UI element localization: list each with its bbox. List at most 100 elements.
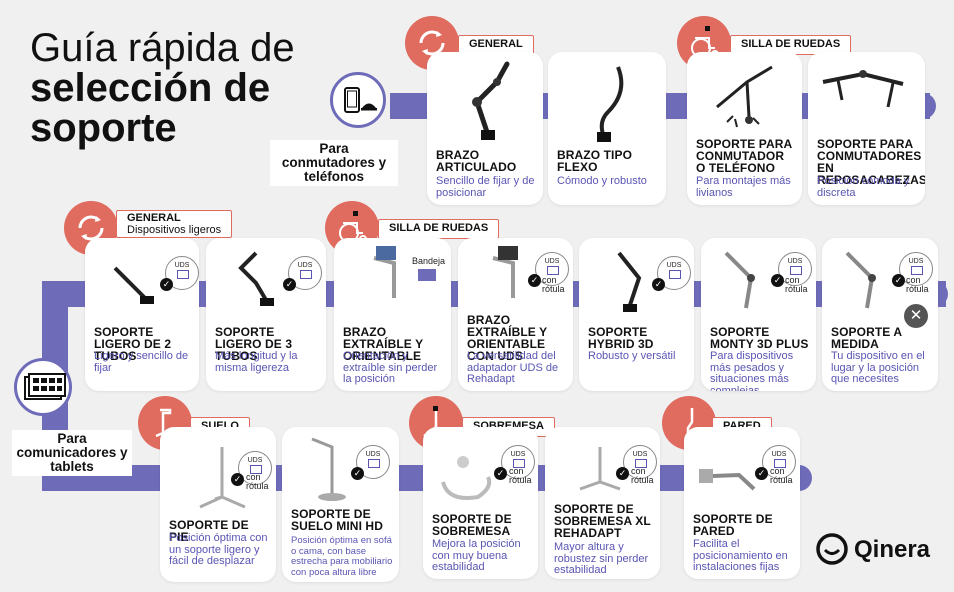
product-description: Sencillo de fijar y de posicionar — [436, 175, 535, 199]
check-icon: ✓ — [528, 274, 541, 287]
product-name: BRAZO EXTRAÍBLE Y ORIENTABLE CON UDS — [467, 313, 548, 363]
title-line-3: soporte — [30, 106, 177, 150]
product-card[interactable]: UDS ✓ SOPORTE HYBRID 3D Robusto y versát… — [579, 238, 694, 391]
uds-label: UDS — [771, 451, 787, 458]
badge-wheelchair: SILLA DE RUEDAS — [730, 35, 852, 55]
badge-general-light: GENERAL Dispositivos ligeros — [116, 210, 233, 238]
phones-group-label: Para conmutadores y teléfonos — [270, 140, 398, 186]
title-line-2: selección de — [30, 66, 271, 110]
check-icon: ✓ — [892, 274, 905, 287]
product-card[interactable]: UDS ✓ con rótula SOPORTE DE PIE Posición… — [160, 427, 276, 582]
tray-icon — [418, 269, 436, 281]
floor-stand-image — [160, 427, 276, 522]
light-2-tube-image — [85, 238, 199, 333]
product-name: SOPORTE PARA CONMUTADORES EN REPOSACABEZ… — [817, 137, 925, 187]
wall-mount-image — [684, 427, 800, 522]
with-joint-label: con rótula — [770, 466, 793, 485]
product-card[interactable]: UDS ✓ SOPORTE LIGERO DE 3 TUBOS Más long… — [206, 238, 326, 391]
badge-wheelchair: SILLA DE RUEDAS — [378, 219, 500, 239]
with-joint-label: con rótula — [631, 466, 654, 485]
badge-general: GENERAL — [458, 35, 534, 55]
product-card[interactable]: UDS ✓ con rótula SOPORTE MONTY 3D PLUS P… — [701, 238, 816, 391]
uds-label: UDS — [666, 262, 682, 269]
product-description: Posición óptima en sofá o cama, con base… — [291, 535, 393, 578]
product-name: SOPORTE LIGERO DE 2 TUBOS — [94, 325, 172, 363]
product-description: Más longitud y la misma ligereza — [215, 350, 298, 374]
product-description: Posición óptima con un soporte ligero y … — [169, 532, 268, 567]
product-card[interactable]: Bandeja BRAZO EXTRAÍBLE Y ORIENTABLE Ori… — [334, 238, 451, 391]
product-description: Ligero y sencillo de fijar — [94, 350, 189, 374]
product-card[interactable]: BRAZO ARTICULADO Sencillo de fijar y de … — [427, 52, 543, 205]
product-description: Para montajes más livianos — [696, 175, 791, 199]
product-name: SOPORTE DE SOBREMESA XL REHADAPT — [554, 502, 651, 540]
title-line-1: Guía rápida de — [30, 26, 295, 70]
badge-general-title: GENERAL — [127, 212, 181, 224]
uds-label: UDS — [247, 457, 263, 464]
phone-switch-group-icon — [330, 72, 386, 128]
articulated-arm-image — [427, 52, 543, 147]
product-card[interactable]: UDS ✓ SOPORTE LIGERO DE 2 TUBOS Ligero y… — [85, 238, 199, 391]
product-card[interactable]: UDS ✓ con rótula BRAZO EXTRAÍBLE Y ORIEN… — [458, 238, 573, 391]
product-description: Mayor altura y robustez sin perder estab… — [554, 541, 649, 576]
check-icon: ✓ — [494, 467, 507, 480]
product-card[interactable]: UDS ✓ con rótula SOPORTE DE SOBREMESA XL… — [545, 427, 660, 579]
page-title: Guía rápida de selección de soporte — [30, 28, 295, 148]
check-icon: ✓ — [755, 467, 768, 480]
tray-label: Bandeja — [412, 256, 446, 266]
switch-holder-image — [687, 52, 802, 147]
desktop-xl-stand-image — [545, 427, 660, 522]
product-description: Robusto y versátil — [588, 350, 676, 362]
uds-label: UDS — [544, 258, 560, 265]
tablet-group-icon — [14, 358, 72, 416]
product-name: SOPORTE HYBRID 3D — [588, 325, 654, 351]
product-description: Facilita el posicionamiento en instalaci… — [693, 538, 788, 573]
with-joint-label: con rótula — [509, 466, 532, 485]
product-card[interactable]: SOPORTE PARA CONMUTADORES EN REPOSACABEZ… — [808, 52, 925, 205]
tools-icon: ✕ — [904, 304, 928, 328]
product-name: SOPORTE DE PARED — [693, 512, 773, 538]
product-card[interactable]: SOPORTE PARA CONMUTADOR O TELÉFONO Para … — [687, 52, 802, 205]
product-card[interactable]: UDS ✓ con rótula ✕ SOPORTE A MEDIDA Tu d… — [822, 238, 938, 391]
product-name: BRAZO TIPO FLEXO — [557, 148, 632, 174]
flex-arm-image — [548, 52, 666, 147]
uds-adapter-icon: UDS — [778, 252, 812, 286]
product-description: Cómodo y robusto — [557, 175, 647, 187]
product-card[interactable]: UDS ✓ con rótula SOPORTE DE SOBREMESA Me… — [423, 427, 538, 579]
removable-arm-uds-image — [458, 238, 573, 333]
product-name: SOPORTE DE PIE — [169, 518, 249, 544]
check-icon: ✓ — [616, 467, 629, 480]
product-description: La versatilidad del adaptador UDS de Reh… — [467, 350, 559, 385]
product-name: SOPORTE DE SUELO MINI HD — [291, 507, 383, 533]
uds-label: UDS — [908, 258, 924, 265]
product-description: Posición cómoda y discreta — [817, 175, 910, 199]
product-card[interactable]: UDS ✓ SOPORTE DE SUELO MINI HD Posición … — [282, 427, 399, 582]
product-name: SOPORTE LIGERO DE 3 TUBOS — [215, 325, 293, 363]
with-joint-label: con rótula — [542, 275, 565, 294]
check-icon: ✓ — [652, 278, 665, 291]
check-icon: ✓ — [231, 473, 244, 486]
product-card[interactable]: BRAZO TIPO FLEXO Cómodo y robusto — [548, 52, 666, 205]
uds-label: UDS — [174, 262, 190, 269]
tablets-group-label: Para comunicadores y tablets — [12, 430, 132, 476]
removable-arm-image — [334, 238, 451, 333]
check-icon: ✓ — [160, 278, 173, 291]
product-card[interactable]: UDS ✓ con rótula SOPORTE DE PARED Facili… — [684, 427, 800, 579]
mini-hd-floor-stand-image — [282, 427, 399, 522]
check-icon: ✓ — [351, 467, 364, 480]
custom-mount-image — [822, 238, 938, 333]
product-name: BRAZO EXTRAÍBLE Y ORIENTABLE — [343, 325, 424, 363]
light-3-tube-image — [206, 238, 326, 333]
qinera-logo-icon — [815, 532, 849, 571]
product-name: SOPORTE DE SOBREMESA — [432, 512, 512, 538]
check-icon: ✓ — [771, 274, 784, 287]
uds-label: UDS — [297, 262, 313, 269]
product-name: BRAZO ARTICULADO — [436, 148, 517, 174]
product-description: Para dispositivos más pesados y situacio… — [710, 350, 794, 391]
with-joint-label: con rótula — [246, 472, 269, 491]
hybrid-3d-image — [579, 238, 694, 333]
uds-label: UDS — [787, 258, 803, 265]
product-description: Tu dispositivo en el lugar y la posición… — [831, 350, 925, 385]
desktop-stand-image — [423, 427, 538, 522]
headrest-switch-mount-image — [808, 52, 925, 147]
badge-general-subtitle: Dispositivos ligeros — [127, 224, 222, 236]
